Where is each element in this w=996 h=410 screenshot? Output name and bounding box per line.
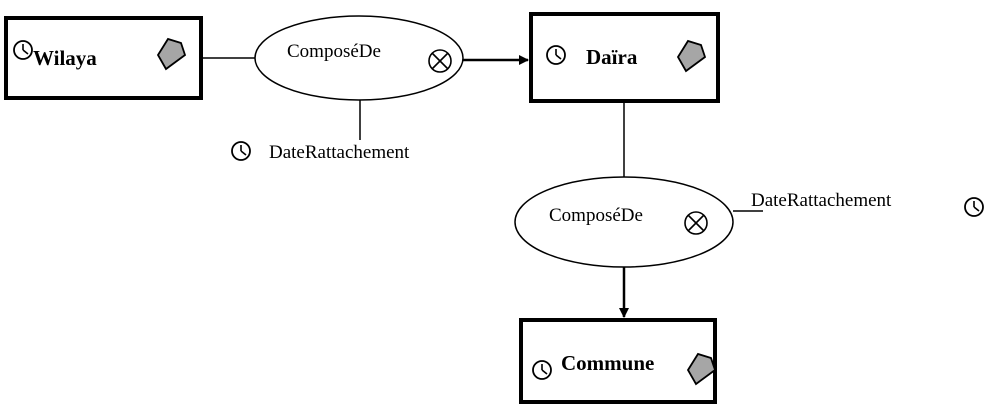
entity-wilaya[interactable]: Wilaya <box>4 16 203 100</box>
entity-daira[interactable]: Daïra <box>529 12 720 103</box>
entity-label-commune: Commune <box>561 351 654 375</box>
attribute-label: DateRattachement <box>269 142 410 163</box>
clock-icon <box>13 40 33 60</box>
attribute-label: DateRattachement <box>751 190 892 211</box>
attribute-date-rattachement[interactable]: DateRattachement <box>231 141 410 163</box>
circled-x-icon <box>428 49 452 73</box>
relationship-label: ComposéDe <box>549 205 643 226</box>
clock-icon <box>231 141 251 161</box>
clock-icon <box>964 197 984 217</box>
relationship-label: ComposéDe <box>287 41 381 62</box>
clock-icon <box>532 360 552 380</box>
relationship-wilaya-daira[interactable]: ComposéDe <box>254 15 464 101</box>
circled-x-icon <box>684 211 708 235</box>
attribute-date-rattachement-2[interactable]: DateRattachement <box>751 190 984 217</box>
entity-commune[interactable]: Commune <box>519 318 717 404</box>
entity-label-daira: Daïra <box>586 45 638 69</box>
relationship-daira-commune[interactable]: ComposéDe <box>514 176 734 268</box>
clock-icon <box>546 45 566 65</box>
entity-label-wilaya: Wilaya <box>33 46 97 70</box>
